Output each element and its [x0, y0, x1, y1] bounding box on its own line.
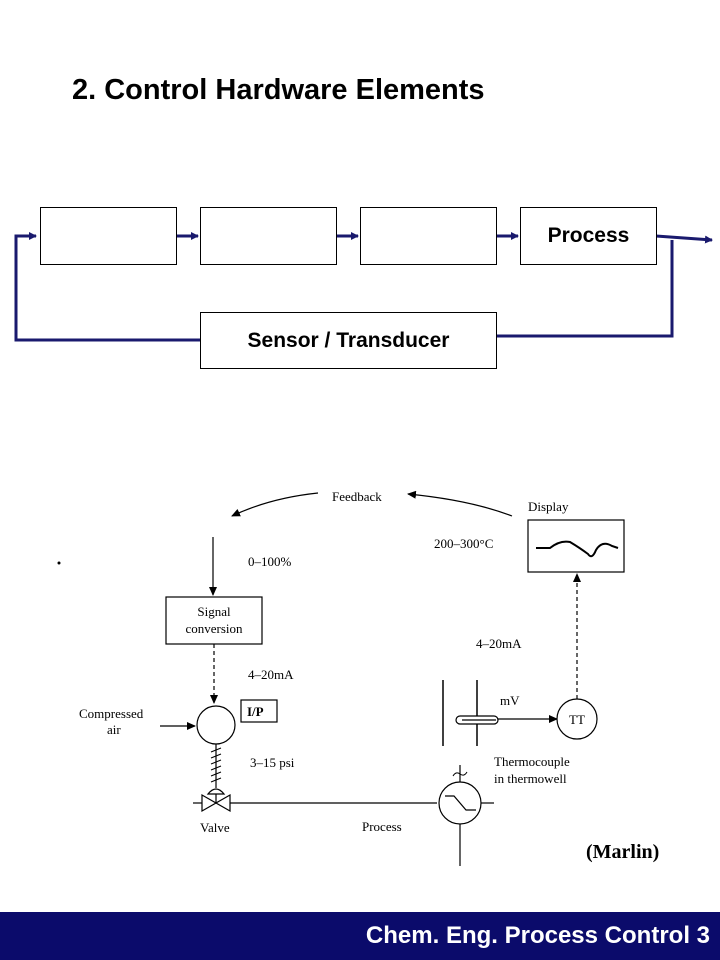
tt-label: TT	[569, 712, 585, 727]
mv-label: mV	[500, 693, 520, 708]
process-label: Process	[362, 819, 402, 834]
percent-range: 0–100%	[248, 554, 292, 569]
source-credit: (Marlin)	[586, 841, 660, 863]
feedback-path-right	[496, 240, 674, 338]
display-label: Display	[528, 499, 569, 514]
page-title: 2. Control Hardware Elements	[72, 74, 485, 106]
block-diagram-connectors	[14, 232, 713, 342]
ip-box	[240, 699, 278, 723]
compressed-air-label-2: air	[107, 722, 121, 737]
display-trend-line	[536, 540, 619, 558]
process-block-label: Process	[547, 224, 630, 247]
compressed-air-label-1: Compressed	[79, 706, 144, 721]
stray-dot	[57, 561, 61, 565]
feedback-arc-right	[407, 490, 513, 517]
footer-bar: Chem. Eng. Process Control 3	[0, 912, 720, 960]
sensor-transducer-block: Sensor / Transducer	[200, 312, 497, 369]
block-2	[200, 207, 337, 265]
pneumatic-hatch	[210, 747, 222, 783]
process-block: Process	[520, 207, 657, 265]
feedback-label: Feedback	[332, 489, 382, 504]
valve-label: Valve	[200, 820, 230, 835]
signal-conversion-label-2: conversion	[185, 621, 243, 636]
ip-label: I/P	[247, 704, 264, 719]
pressure-range: 3–15 psi	[250, 755, 295, 770]
output-arrow	[655, 234, 713, 244]
sensor-transducer-label: Sensor / Transducer	[247, 328, 450, 352]
feedback-path-left	[14, 232, 200, 342]
feedback-arc-left	[231, 492, 319, 517]
current-signal-right: 4–20mA	[476, 636, 522, 651]
thermocouple-label-2: in thermowell	[494, 771, 567, 786]
current-signal-left: 4–20mA	[248, 667, 294, 682]
footer-text: Chem. Eng. Process Control 3	[365, 922, 710, 949]
block-1	[40, 207, 177, 265]
signal-conversion-label-1: Signal	[197, 604, 231, 619]
process-schematic: Feedback Display 200–300°C 0–100% Signal…	[57, 489, 625, 866]
thermocouple-label-1: Thermocouple	[494, 754, 570, 769]
temperature-range: 200–300°C	[434, 536, 493, 551]
block-3	[360, 207, 497, 265]
valve-actuator	[206, 788, 226, 795]
exchanger-top-tilde	[452, 771, 468, 777]
heat-exchanger-coil	[445, 795, 476, 811]
ip-transducer	[196, 705, 236, 745]
